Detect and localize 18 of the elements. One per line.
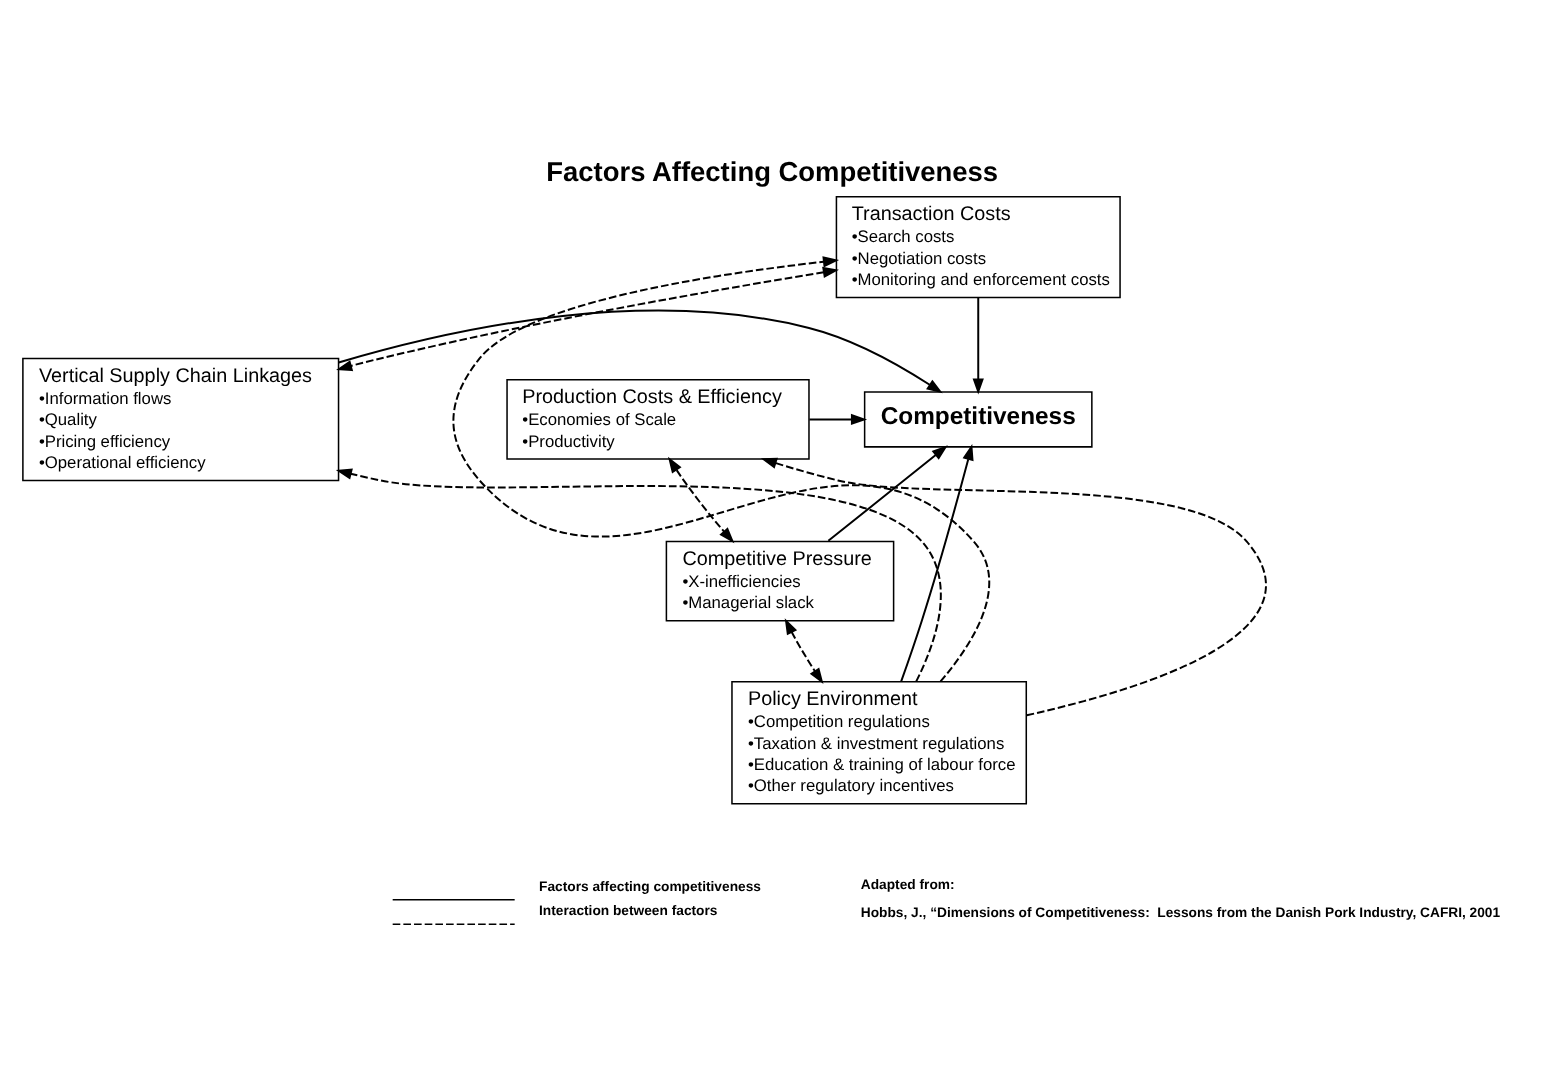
arrow: [336, 266, 839, 372]
arrow: [335, 468, 942, 683]
node-box: Competitiveness: [863, 391, 1093, 448]
arrow: [784, 618, 824, 684]
arrow: [808, 413, 868, 426]
diagram-title: Factors Affecting Competitiveness: [546, 156, 999, 187]
arrow: [827, 445, 948, 542]
node-box: Competitive Pressure •X-inefficiencies •Managerial slack: [665, 540, 895, 622]
arrow: [452, 256, 991, 683]
arrow: [972, 296, 984, 395]
arrow: [337, 309, 943, 394]
node-box: Production Costs & Efficiency •Economies of Scale •Productivity: [506, 379, 810, 460]
arrow: [760, 457, 1267, 717]
arrow: [900, 444, 974, 683]
arrow: [668, 456, 735, 544]
node-box: Policy Environment •Competition regulations •Taxation & investment regulations •Education & training of labour force •Other regulatory incentives: [731, 680, 1028, 805]
node-box: Vertical Supply Chain Linkages •Information flows •Quality •Pricing efficiency •Operational efficiency: [22, 357, 340, 482]
node-box: Transaction Costs •Search costs •Negotiation costs •Monitoring and enforcement costs: [835, 196, 1121, 299]
